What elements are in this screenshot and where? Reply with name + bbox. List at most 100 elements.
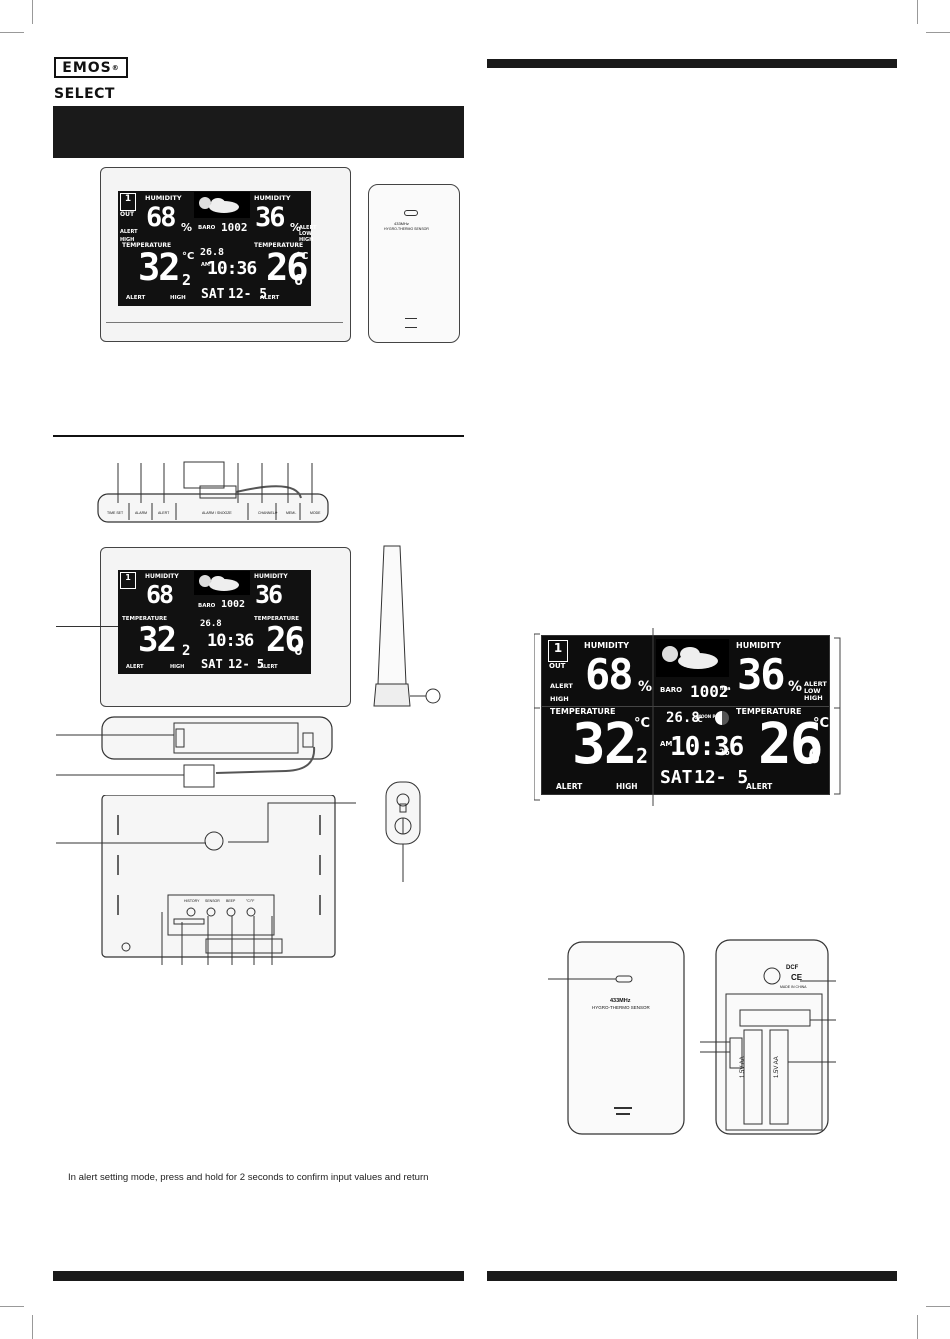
lcd-bottom-alert-label: ALERT: [556, 782, 583, 791]
btn-sensor: SENSOR: [205, 899, 220, 903]
in-humidity-percent: %: [290, 221, 302, 234]
lcd-bottom-in-alert-label: ALERT: [746, 782, 773, 791]
header-black-band: [53, 106, 464, 158]
lcd-forecast-unit: °C: [694, 716, 703, 724]
am-label: AM: [201, 262, 210, 268]
station-underside-view: [56, 716, 333, 788]
sensor-back-diagram: [700, 939, 836, 1135]
lcd-baro-value: 1002: [690, 682, 729, 701]
sensor-grille: [405, 318, 417, 328]
lcd-bottom-high-label: HIGH: [616, 782, 638, 791]
station-lcd: 1 OUT HUMIDITY 68 % ALERT HIGH BARO 1002…: [118, 191, 317, 306]
bottom-alert-label-2: ALERT: [126, 664, 144, 670]
humidity-label-2: HUMIDITY: [145, 573, 179, 580]
lcd-out-humidity: 68: [585, 650, 634, 699]
clock-time: 10:36: [207, 258, 257, 279]
out-humidity: 68: [146, 202, 176, 233]
lcd-out-channel: 1: [548, 640, 568, 662]
date: 12- 5: [228, 287, 268, 302]
lcd-in-temp-unit: °C: [813, 716, 830, 731]
sensor-made-in: MADE IN CHINA: [780, 985, 807, 989]
lcd-divider: [542, 706, 829, 707]
forecast-panel-2: [194, 571, 250, 595]
battery-label-1: 1.5V AA: [740, 1056, 746, 1078]
in-temp-int: 26: [266, 246, 309, 289]
lcd-temperature-label: TEMPERATURE: [550, 707, 616, 716]
footer-band-left: [53, 1271, 464, 1281]
btn-alarm: ALARM: [135, 511, 148, 515]
out-label: OUT: [120, 211, 135, 218]
bottom-in-alert-label: ALERT: [260, 295, 280, 301]
lcd-in-temp-dec: 6: [808, 744, 820, 768]
in-alert-label: ALERT: [299, 225, 317, 231]
temperature-label-2: TEMPERATURE: [122, 616, 168, 622]
wall-mount-detail: [385, 781, 421, 882]
sensor-dcf: DCF: [786, 965, 799, 971]
alert-label: ALERT: [120, 229, 138, 235]
in-temperature-label-2: TEMPERATURE: [254, 616, 300, 622]
lcd-sun-cloud-icon: [662, 646, 718, 669]
clock-time-2: 10:36: [207, 631, 254, 651]
lcd-high-label: HIGH: [550, 695, 569, 703]
btn-mode: MODE: [310, 511, 321, 515]
sensor-led: [404, 210, 418, 216]
lcd-forecast-temp: 26.8: [666, 710, 700, 726]
sensor-frequency: 433MHz: [394, 221, 409, 226]
station-front-stand: [106, 322, 343, 337]
out-channel-2: 1: [120, 572, 136, 589]
bottom-in-alert-label-2: ALERT: [260, 664, 278, 670]
out-temp-dec-2: 2: [182, 643, 191, 659]
moon-phase-icon: [715, 711, 729, 725]
baro-value: 1002: [221, 221, 248, 234]
btn-history: HISTORY: [184, 899, 200, 903]
lcd-clock-time: 10:36: [670, 732, 744, 762]
lcd-forecast-panel: [656, 639, 729, 677]
lcd-in-humidity: 36: [737, 650, 786, 699]
forecast-panel: [194, 192, 250, 218]
in-low-label: LOW: [299, 231, 312, 237]
bottom-high-label-2: HIGH: [170, 664, 185, 670]
in-humidity-label-2: HUMIDITY: [254, 573, 288, 580]
right-top-band: [487, 59, 897, 68]
brand-sub: SELECT: [54, 86, 115, 102]
out-temp-dec: 2: [182, 271, 191, 289]
station-top-view: [97, 461, 329, 523]
lcd-out-label: OUT: [549, 662, 566, 670]
out-temp-unit: °C: [182, 251, 195, 262]
brand-logo: EMOS®: [54, 57, 128, 78]
baro-value-2: 1002: [221, 599, 246, 610]
lcd-baro-unit: hPa: [720, 686, 731, 692]
in-temperature-label: TEMPERATURE: [254, 242, 304, 249]
lcd-weekday: SAT: [660, 767, 693, 788]
forecast-temp: 26.8: [200, 247, 225, 258]
out-temp-int: 32: [138, 246, 181, 289]
lcd-in-temp-int: 26: [758, 712, 823, 777]
footer-band-right: [487, 1271, 897, 1281]
humidity-label: HUMIDITY: [145, 194, 182, 202]
btn-alert: ALERT: [158, 511, 170, 515]
out-temp-int-2: 32: [138, 620, 177, 660]
lcd-in-temperature-label: TEMPERATURE: [736, 707, 802, 716]
out-channel: 1: [120, 193, 136, 211]
lcd-alert-label: ALERT: [550, 682, 573, 690]
lcd-in-alert-label: ALERT: [804, 680, 827, 688]
sensor-front-diagram: [548, 941, 685, 1135]
btn-time-set: TIME SET: [107, 511, 124, 515]
btn-channel: CHANNEL/+: [258, 511, 278, 515]
high-label: HIGH: [120, 237, 135, 243]
in-temp-dec: 6: [294, 271, 303, 289]
lcd-in-humidity-label: HUMIDITY: [736, 641, 781, 650]
baro-label: BARO: [198, 225, 216, 231]
lcd-seconds: 26: [719, 748, 730, 758]
lcd-date: 12- 5: [694, 767, 749, 788]
instruction-caption: In alert setting mode, press and hold fo…: [68, 1172, 429, 1183]
station-back-view: [56, 795, 356, 965]
sun-cloud-icon-2: [199, 575, 239, 591]
out-humidity-2: 68: [146, 580, 174, 609]
station-lcd-2: 1 HUMIDITY 68 BARO 1002 HUMIDITY 36 TEMP…: [118, 570, 311, 674]
temperature-label: TEMPERATURE: [122, 242, 172, 249]
lcd-in-low-label: LOW: [804, 687, 821, 695]
lcd-detail-diagram: 1 OUT HUMIDITY 68 % ALERT HIGH BARO 1002…: [541, 635, 830, 795]
callout-line-lcd: [56, 626, 118, 627]
in-temp-int-2: 26: [266, 620, 305, 660]
